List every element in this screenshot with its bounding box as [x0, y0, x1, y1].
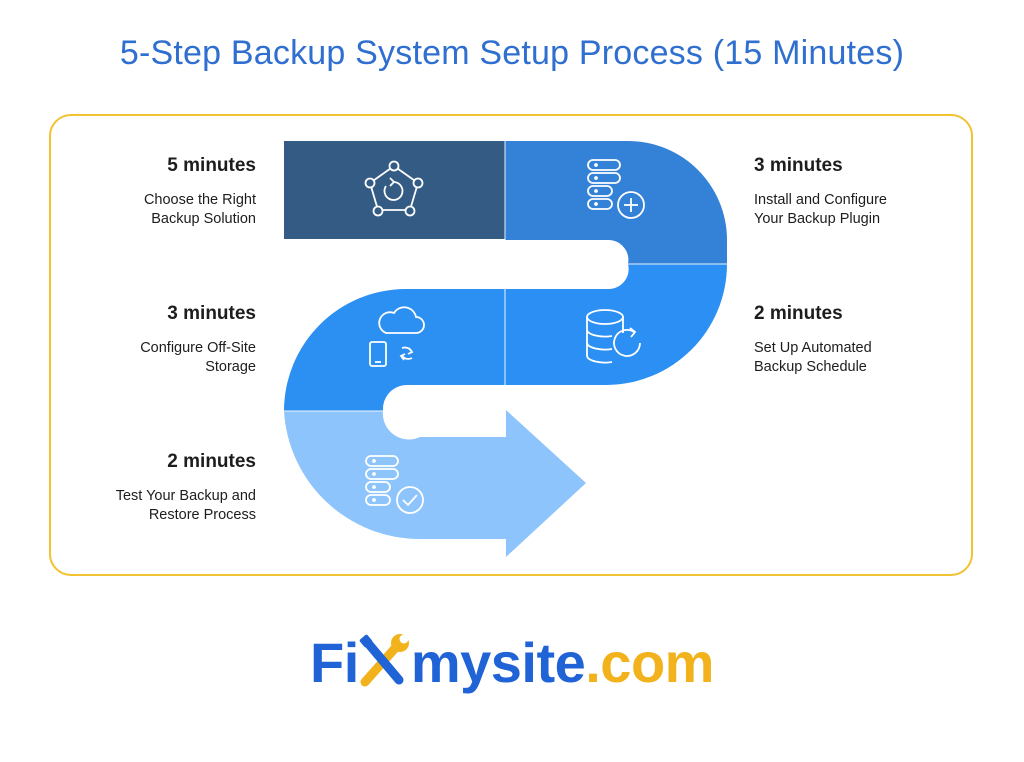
- step-3-desc: Set Up Automated Backup Schedule: [754, 340, 872, 375]
- database-refresh-icon: [586, 309, 641, 364]
- step-3-time: 2 minutes: [754, 303, 843, 324]
- step-3-block: [505, 264, 727, 385]
- wrench-screwdriver-icon: [359, 634, 409, 687]
- step-4-time: 3 minutes: [167, 303, 256, 324]
- pentagon-cycle-icon: [364, 160, 424, 217]
- cloud-sync-icon: [369, 306, 425, 367]
- step-2-desc: Install and Configure Your Backup Plugin: [754, 192, 887, 227]
- step-3-label: 2 minutes Set Up Automated Backup Schedu…: [754, 303, 984, 377]
- step-4-label: 3 minutes Configure Off-Site Storage: [26, 303, 256, 377]
- step-1-block: [284, 141, 505, 239]
- step-2-label: 3 minutes Install and Configure Your Bac…: [754, 155, 984, 229]
- diagram-frame: [49, 114, 973, 576]
- step-1-time: 5 minutes: [167, 155, 256, 176]
- step-2-block: [505, 141, 727, 264]
- server-add-icon: [587, 159, 645, 219]
- step-4-desc: Configure Off-Site Storage: [140, 340, 256, 375]
- step-4-block: [284, 289, 505, 411]
- server-check-icon: [365, 455, 424, 514]
- logo-text-part1: Fi: [310, 631, 359, 694]
- step-5-arrow: [284, 410, 586, 557]
- brand-logo: Fi mysite.com: [0, 630, 1024, 695]
- page-title: 5-Step Backup System Setup Process (15 M…: [119, 34, 905, 72]
- step-1-label: 5 minutes Choose the Right Backup Soluti…: [26, 155, 256, 229]
- step-1-desc: Choose the Right Backup Solution: [143, 192, 256, 227]
- step-5-label: 2 minutes Test Your Backup and Restore P…: [26, 451, 256, 525]
- step-2-time: 3 minutes: [754, 155, 843, 176]
- logo-text-part3: .com: [585, 631, 714, 694]
- step-5-time: 2 minutes: [167, 451, 256, 472]
- logo-text-part2: mysite: [410, 631, 586, 694]
- step-5-desc: Test Your Backup and Restore Process: [115, 488, 256, 523]
